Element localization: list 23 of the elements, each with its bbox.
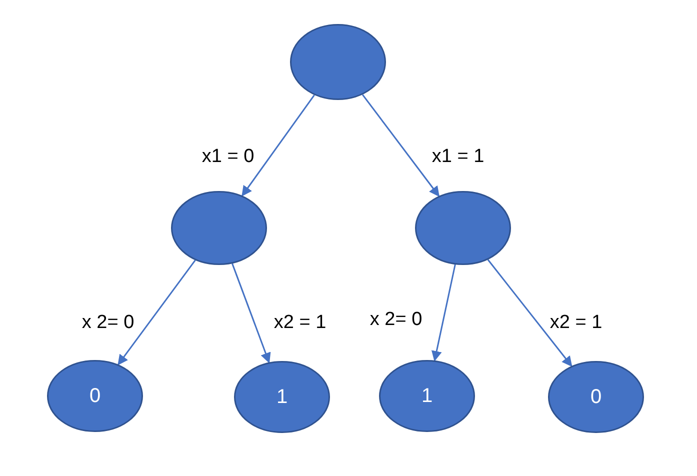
arrow bbox=[431, 264, 456, 362]
edge-label: x2 = 1 bbox=[274, 312, 326, 334]
node-label: 1 bbox=[276, 386, 288, 408]
node-label: 0 bbox=[590, 386, 602, 408]
edge-label: x 2= 0 bbox=[82, 312, 134, 334]
node-label: 0 bbox=[89, 384, 101, 408]
tree-node bbox=[415, 191, 511, 265]
arrow bbox=[362, 94, 440, 197]
leaf-node bbox=[548, 361, 644, 433]
leaf-node bbox=[379, 360, 475, 432]
tree-node bbox=[290, 24, 386, 100]
arrow bbox=[232, 263, 271, 364]
node-label: 1 bbox=[421, 384, 433, 408]
leaf-node bbox=[47, 360, 143, 432]
edge-label: x 2= 0 bbox=[370, 309, 422, 331]
edge-label: x2 = 1 bbox=[550, 312, 602, 334]
arrow bbox=[242, 94, 315, 196]
arrow bbox=[118, 260, 196, 366]
edge-label: x1 = 1 bbox=[432, 146, 484, 168]
edge-label: x1 = 0 bbox=[202, 146, 254, 168]
leaf-node bbox=[234, 361, 330, 433]
tree-node bbox=[171, 191, 267, 265]
arrow bbox=[487, 259, 572, 367]
